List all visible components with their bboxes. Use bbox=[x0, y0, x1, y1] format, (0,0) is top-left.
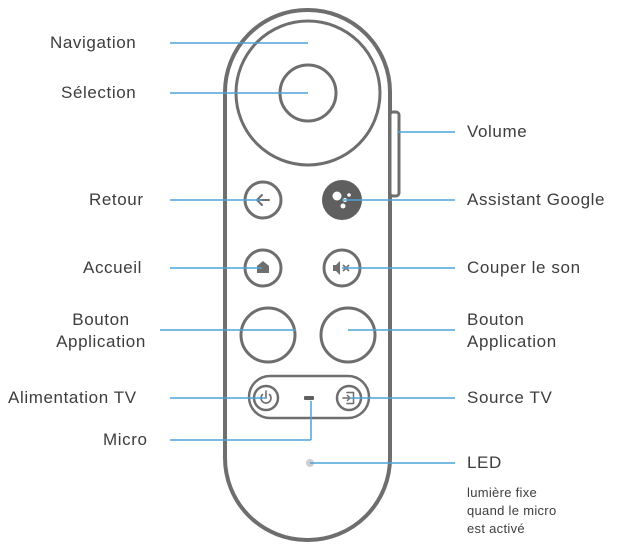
label-bouton-application-right: Bouton Application bbox=[467, 309, 557, 353]
label-led: LED bbox=[467, 453, 502, 472]
label-micro: Micro bbox=[103, 430, 148, 449]
label-bouton-application-right-line2: Application bbox=[467, 332, 557, 351]
label-assistant-google: Assistant Google bbox=[467, 190, 606, 209]
led-note-line3: est activé bbox=[467, 521, 525, 536]
label-bouton-application-left-line1: Bouton bbox=[72, 310, 130, 329]
label-selection: Sélection bbox=[61, 83, 137, 102]
label-volume: Volume bbox=[467, 122, 528, 141]
label-bouton-application-left: Bouton Application bbox=[42, 309, 160, 353]
label-navigation: Navigation bbox=[50, 33, 137, 52]
power-icon bbox=[260, 390, 272, 404]
volume-rocker[interactable] bbox=[388, 110, 401, 198]
label-couper-le-son: Couper le son bbox=[467, 258, 581, 277]
led-note: lumière fixe quand le micro est activé bbox=[467, 484, 556, 538]
microphone-slot bbox=[304, 396, 314, 400]
label-alimentation-tv: Alimentation TV bbox=[8, 388, 137, 407]
label-bouton-application-left-line2: Application bbox=[56, 332, 146, 351]
app-button-right[interactable] bbox=[319, 306, 377, 364]
app-button-left[interactable] bbox=[239, 306, 297, 364]
led-note-line1: lumière fixe bbox=[467, 485, 538, 500]
google-assistant-icon bbox=[332, 191, 351, 209]
home-icon bbox=[257, 261, 269, 273]
label-bouton-application-right-line1: Bouton bbox=[467, 310, 525, 329]
label-accueil: Accueil bbox=[83, 258, 143, 277]
label-retour: Retour bbox=[89, 190, 144, 209]
label-source-tv: Source TV bbox=[467, 388, 553, 407]
led-note-line2: quand le micro bbox=[467, 503, 557, 518]
leader-lines bbox=[160, 42, 455, 464]
